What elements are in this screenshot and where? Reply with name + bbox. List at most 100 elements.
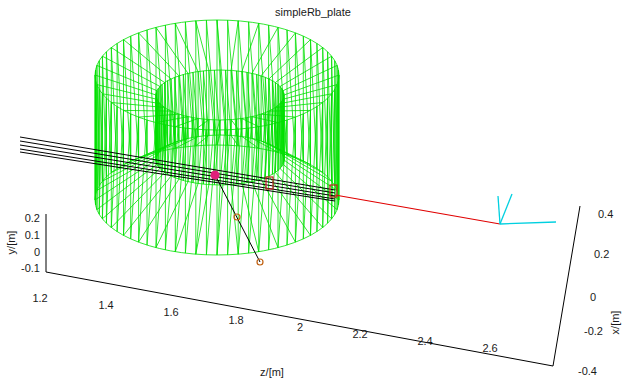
wire-segment <box>188 73 189 138</box>
plate-markers <box>266 177 337 197</box>
tick-label: 2.6 <box>482 343 497 354</box>
wire-segment <box>206 20 207 145</box>
wire-segment <box>247 72 252 138</box>
wire-segment <box>217 20 218 145</box>
wire-segment <box>280 94 332 104</box>
wire-segment <box>328 52 332 181</box>
wire-segment <box>278 84 280 151</box>
probe-point <box>234 214 240 220</box>
wire-segment <box>147 30 156 152</box>
wire-segment <box>338 70 340 200</box>
wire-segment <box>231 70 232 135</box>
probe-point <box>257 259 263 265</box>
x-axis <box>553 206 580 366</box>
wire-segment <box>165 25 166 150</box>
wire-segment <box>95 70 96 195</box>
wire-segment <box>139 33 179 76</box>
wire-segment <box>269 79 272 146</box>
tick-label: 0.2 <box>594 249 609 260</box>
wire-segment <box>275 48 322 83</box>
wire-segment <box>284 75 339 95</box>
wire-segment <box>217 135 220 145</box>
wire-segment <box>217 20 220 70</box>
wire-segment <box>303 110 310 239</box>
axis-label: y/[m] <box>7 230 18 254</box>
wire-segment <box>175 23 198 71</box>
wire-segment <box>335 61 337 191</box>
beam-path <box>335 195 500 224</box>
wire-segment <box>231 120 238 130</box>
wire-segment <box>208 70 209 135</box>
wire-segment <box>295 114 303 242</box>
wire-segment <box>241 72 242 137</box>
beam-lines <box>20 137 335 201</box>
wire-segment <box>196 135 209 145</box>
wire-segment <box>283 93 284 160</box>
wire-segment <box>228 129 239 255</box>
wire-segment <box>275 148 322 173</box>
wire-segment <box>311 40 317 169</box>
wire-segment <box>272 81 275 148</box>
wire-segment <box>283 65 337 90</box>
wire-segment <box>217 185 220 255</box>
wire-segment <box>261 113 265 180</box>
wire-segment <box>236 71 237 136</box>
wire-segment <box>242 72 247 138</box>
wire-segment <box>156 27 157 152</box>
wire-segment <box>295 33 296 158</box>
wire-segment <box>139 179 179 242</box>
wire-segment <box>316 44 317 169</box>
wire-segment <box>123 40 124 165</box>
wire-segment <box>303 36 310 165</box>
wire-segment <box>139 33 147 155</box>
wire-segment <box>106 52 111 173</box>
tick-label: 0 <box>34 247 40 258</box>
wire-segment <box>242 137 259 149</box>
wire-segment <box>280 151 332 181</box>
wire-segment <box>196 185 209 255</box>
wire-segment <box>225 70 226 135</box>
wire-segment <box>124 40 131 162</box>
wire-segment <box>227 20 228 145</box>
wire-segment <box>131 36 139 158</box>
wire-segment <box>117 44 118 169</box>
wire-segment <box>238 21 248 147</box>
wire-segment <box>283 156 337 191</box>
wire-segment <box>175 184 198 252</box>
wire-segment <box>287 30 295 158</box>
axis-label: x/[m] <box>611 310 622 334</box>
wire-segment <box>238 128 248 254</box>
axis-label: z/[m] <box>260 367 284 378</box>
tick-label: 1.2 <box>32 293 47 304</box>
wire-segment <box>257 75 261 141</box>
wire-segment <box>228 20 239 146</box>
wire-segment <box>269 25 278 152</box>
tick-label: 0.1 <box>25 230 40 241</box>
wire-segment <box>220 70 221 135</box>
wire-segment <box>138 33 139 158</box>
tick-label: 0.2 <box>25 213 40 224</box>
y-axis <box>46 214 47 272</box>
wire-segment <box>106 52 107 177</box>
tick-label: 1.4 <box>98 300 113 311</box>
wire-segment <box>217 20 228 145</box>
wire-segment <box>269 40 311 79</box>
wire-segment <box>156 27 188 73</box>
wire-segment <box>238 129 239 254</box>
wire-segment <box>157 91 158 156</box>
source-dot <box>211 171 220 180</box>
wire-segment <box>317 103 323 232</box>
coil-wireframe <box>95 20 339 255</box>
wire-segment <box>168 111 171 174</box>
tick-label: -0.4 <box>578 366 597 377</box>
wire-segment <box>261 76 265 143</box>
wire-segment <box>231 21 238 71</box>
tick-label: 0.4 <box>598 209 613 220</box>
wire-segment <box>99 61 102 181</box>
wire-segment <box>214 70 215 135</box>
wire-segment <box>165 127 175 250</box>
wire-segment <box>185 22 186 147</box>
wire-segment <box>139 141 179 158</box>
wire-segment <box>323 48 328 177</box>
